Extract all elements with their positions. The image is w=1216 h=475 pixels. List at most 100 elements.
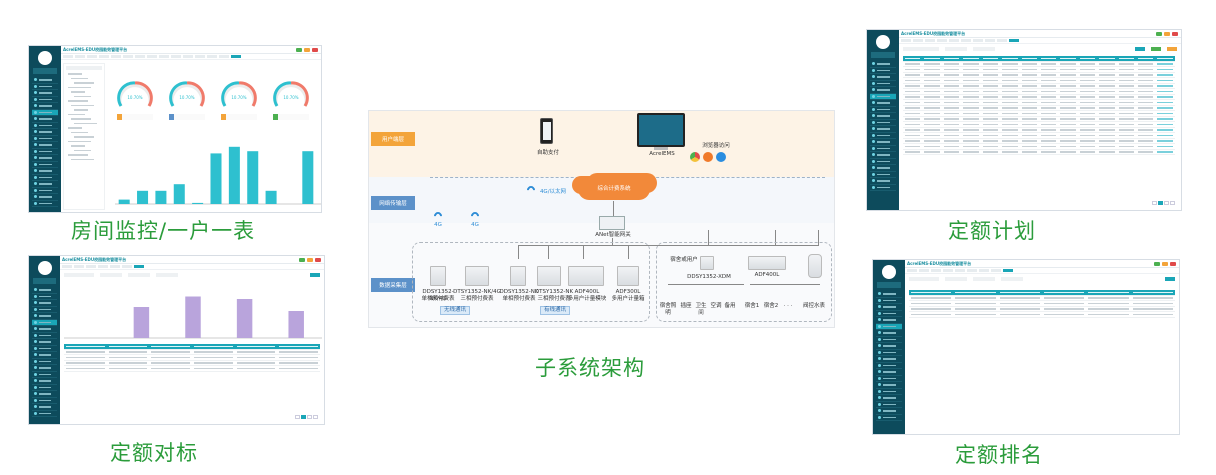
sidebar-item[interactable] <box>32 359 57 365</box>
sidebar-item[interactable] <box>870 107 896 113</box>
sidebar-item[interactable] <box>32 365 57 372</box>
sidebar-item[interactable] <box>876 415 902 421</box>
sidebar-item[interactable] <box>32 372 57 378</box>
sidebar-item[interactable] <box>876 376 902 382</box>
sidebar-item[interactable] <box>876 350 902 356</box>
tree-node[interactable] <box>68 154 88 156</box>
sidebar-item[interactable] <box>870 74 896 81</box>
sidebar-item[interactable] <box>32 90 58 97</box>
sidebar-item[interactable] <box>32 109 58 116</box>
sidebar-item[interactable] <box>32 391 57 398</box>
tree-node[interactable] <box>71 104 94 106</box>
tree-node[interactable] <box>71 77 88 79</box>
sidebar-item[interactable] <box>32 175 58 181</box>
sidebar-item[interactable] <box>32 97 58 103</box>
sidebar-item[interactable] <box>876 337 902 343</box>
sidebar-item[interactable] <box>32 188 58 194</box>
tree-node[interactable] <box>71 158 94 160</box>
filter-bar[interactable] <box>909 277 1175 281</box>
nav-tabs[interactable] <box>899 38 1181 44</box>
sidebar-item[interactable] <box>32 411 57 417</box>
sidebar-item[interactable] <box>876 402 902 408</box>
sidebar-item[interactable] <box>876 363 902 369</box>
sidebar-item[interactable] <box>32 136 58 142</box>
tree-node[interactable] <box>68 113 85 115</box>
sidebar-item[interactable] <box>32 103 58 110</box>
sidebar-item[interactable] <box>876 395 902 402</box>
sidebar-item[interactable] <box>32 326 57 333</box>
tree-node[interactable] <box>74 122 97 124</box>
sidebar-item[interactable] <box>32 149 58 155</box>
tree-node[interactable] <box>68 140 91 142</box>
sidebar-item[interactable] <box>32 352 57 359</box>
tree-node[interactable] <box>68 100 88 102</box>
filter-bar[interactable] <box>64 273 320 277</box>
sidebar-item[interactable] <box>876 298 902 304</box>
sidebar-item[interactable] <box>870 120 896 126</box>
nav-tabs[interactable] <box>60 264 324 270</box>
sidebar-item[interactable] <box>870 133 896 139</box>
sidebar-item[interactable] <box>876 356 902 363</box>
tree-node[interactable] <box>74 136 94 138</box>
sidebar-item[interactable] <box>876 343 902 350</box>
sidebar-item[interactable] <box>870 87 896 94</box>
sidebar-item[interactable] <box>870 185 896 191</box>
nav-tabs[interactable] <box>905 268 1179 274</box>
sidebar-item[interactable] <box>876 311 902 317</box>
sidebar-item[interactable] <box>32 404 57 411</box>
sidebar-item[interactable] <box>876 382 902 389</box>
tree-node[interactable] <box>71 91 85 93</box>
sidebar-item[interactable] <box>870 81 896 87</box>
sidebar-item[interactable] <box>876 323 902 330</box>
tree-node[interactable] <box>74 109 88 111</box>
sidebar-item[interactable] <box>32 346 57 352</box>
sidebar-item[interactable] <box>870 146 896 152</box>
tree-node[interactable] <box>68 73 82 75</box>
sidebar-item[interactable] <box>32 116 58 123</box>
tree-node[interactable] <box>71 118 91 120</box>
sidebar-item[interactable] <box>32 155 58 162</box>
sidebar-item[interactable] <box>32 129 58 136</box>
pagination[interactable] <box>1151 201 1175 206</box>
sidebar-item[interactable] <box>32 300 57 307</box>
sidebar-item[interactable] <box>876 369 902 376</box>
tree-node[interactable] <box>74 149 91 151</box>
sidebar-item[interactable] <box>32 201 58 207</box>
sidebar-item[interactable] <box>32 378 57 385</box>
sidebar-item[interactable] <box>32 77 58 84</box>
sidebar-item[interactable] <box>870 113 896 120</box>
sidebar-item[interactable] <box>876 408 902 415</box>
sidebar-item[interactable] <box>32 333 57 339</box>
nav-tabs[interactable] <box>61 54 321 60</box>
sidebar-item[interactable] <box>870 159 896 165</box>
sidebar-item[interactable] <box>870 126 896 133</box>
sidebar-item[interactable] <box>876 389 902 395</box>
tree-node[interactable] <box>68 127 82 129</box>
sidebar-item[interactable] <box>870 139 896 146</box>
sidebar-item[interactable] <box>32 339 57 346</box>
sidebar-item[interactable] <box>876 317 902 324</box>
sidebar-item[interactable] <box>870 152 896 159</box>
sidebar-item[interactable] <box>32 287 57 294</box>
sidebar-item[interactable] <box>870 61 896 68</box>
tree-node[interactable] <box>71 131 88 133</box>
sidebar-item[interactable] <box>32 84 58 90</box>
sidebar-item[interactable] <box>32 294 57 300</box>
sidebar-item[interactable] <box>870 68 896 74</box>
sidebar-item[interactable] <box>876 291 902 298</box>
sidebar-item[interactable] <box>32 307 57 313</box>
sidebar-item[interactable] <box>32 142 58 149</box>
sidebar-item[interactable] <box>870 100 896 107</box>
sidebar-item[interactable] <box>870 93 896 100</box>
sidebar-item[interactable] <box>870 178 896 185</box>
building-tree[interactable] <box>63 63 105 210</box>
sidebar-item[interactable] <box>32 162 58 168</box>
sidebar-item[interactable] <box>876 304 902 311</box>
sidebar-item[interactable] <box>870 165 896 172</box>
sidebar-item[interactable] <box>870 172 896 178</box>
sidebar-item[interactable] <box>32 123 58 129</box>
sidebar-item[interactable] <box>32 168 58 175</box>
tree-node[interactable] <box>71 145 85 147</box>
sidebar-item[interactable] <box>32 385 57 391</box>
sidebar-item[interactable] <box>32 398 57 404</box>
